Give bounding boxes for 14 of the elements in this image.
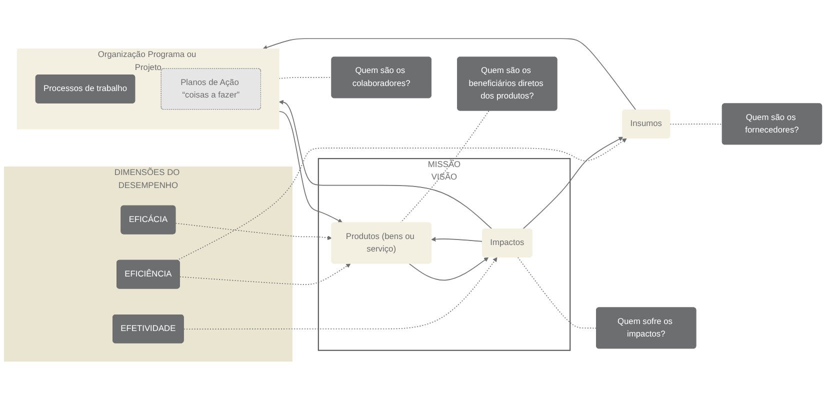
connector — [518, 257, 597, 329]
arrow — [176, 138, 627, 261]
arrow — [179, 264, 351, 285]
connector — [670, 124, 723, 125]
arrow — [408, 257, 489, 281]
arrow — [278, 110, 343, 223]
arrow — [522, 136, 624, 230]
arrow — [431, 236, 483, 242]
arrow — [175, 222, 332, 240]
connector — [400, 110, 490, 224]
arrow — [262, 38, 636, 110]
arrow — [278, 100, 492, 230]
arrow — [183, 257, 498, 330]
connector — [278, 77, 332, 79]
